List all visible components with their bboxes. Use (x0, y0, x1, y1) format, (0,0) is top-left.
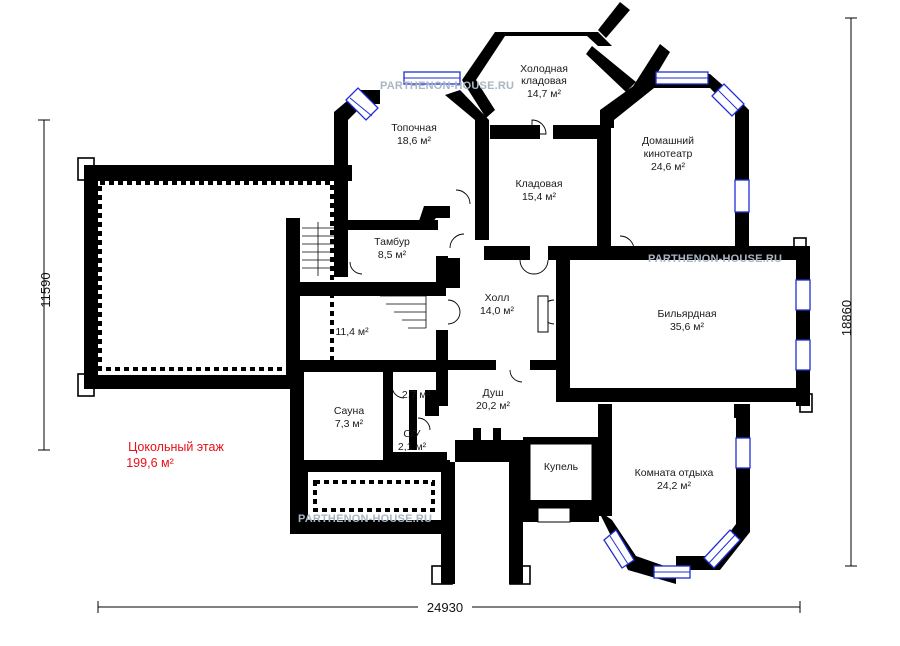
room-plunge-pool: Купель (544, 461, 579, 473)
room-area: 35,6 м² (670, 321, 705, 333)
room-storage: Кладовая 15,4 м² (515, 178, 562, 203)
room-area: 24,2 м² (657, 480, 692, 492)
room-labels: Холодная кладовая 14,7 м² Топочная 18,6 … (334, 63, 717, 492)
room-name: Холл (485, 292, 510, 304)
room-name: Бильярдная (657, 308, 716, 320)
room-name: кинотеатр (644, 148, 693, 160)
room-unnamed: 11,4 м² (335, 326, 369, 338)
room-name: Кладовая (515, 178, 562, 190)
room-name: кладовая (521, 75, 567, 87)
room-area: 24,6 м² (651, 161, 686, 173)
room-rest: Комната отдыха 24,2 м² (635, 467, 714, 492)
room-area: 11,4 м² (335, 326, 369, 338)
room-area: 8,5 м² (378, 249, 407, 261)
room-name: Купель (544, 461, 579, 473)
room-hall: Холл 14,0 м² (480, 292, 515, 317)
room-name: Домашний (642, 135, 694, 147)
room-area: 2,1 м² (398, 441, 427, 453)
left-depth-dimension: 11590 (38, 272, 53, 307)
room-name: Тамбур (374, 236, 410, 248)
watermark-bottom: PARTHENON-HOUSE.RU (298, 513, 432, 525)
watermarks: PARTHENON-HOUSE.RU PARTHENON-HOUSE.RU PA… (298, 80, 782, 525)
room-area: 2,7 м² (402, 389, 431, 401)
floor-name: Цокольный этаж (128, 440, 224, 454)
room-name: Топочная (391, 122, 437, 134)
room-vestibule: Тамбур 8,5 м² (374, 236, 410, 261)
room-boiler: Топочная 18,6 м² (391, 122, 437, 147)
room-name: С/У (403, 428, 421, 440)
room-area: 7,3 м² (335, 418, 364, 430)
room-area: 14,0 м² (480, 305, 515, 317)
room-small: 2,7 м² (402, 389, 431, 401)
room-shower: Душ 20,2 м² (476, 387, 511, 412)
room-billiard: Бильярдная 35,6 м² (657, 308, 716, 333)
doors (302, 119, 635, 431)
windows (345, 71, 811, 579)
room-sauna: Сауна 7,3 м² (334, 405, 364, 430)
room-area: 18,6 м² (397, 135, 432, 147)
floor-summary: Цокольный этаж 199,6 м² (126, 440, 224, 470)
floor-area: 199,6 м² (126, 456, 174, 470)
watermark-right: PARTHENON-HOUSE.RU (648, 253, 782, 265)
room-area: 14,7 м² (527, 88, 562, 100)
depth-dimension: 18860 (839, 300, 854, 336)
room-cold-storage: Холодная кладовая 14,7 м² (520, 63, 568, 100)
room-name: Душ (482, 387, 503, 399)
room-wc: С/У 2,1 м² (398, 428, 427, 453)
watermark-top: PARTHENON-HOUSE.RU (380, 80, 514, 92)
room-name: Комната отдыха (635, 467, 714, 479)
room-area: 20,2 м² (476, 400, 511, 412)
room-area: 15,4 м² (522, 191, 557, 203)
room-name: Сауна (334, 405, 364, 417)
width-dimension: 24930 (427, 600, 463, 615)
room-name: Холодная (520, 63, 568, 75)
room-cinema: Домашний кинотеатр 24,6 м² (642, 135, 694, 173)
